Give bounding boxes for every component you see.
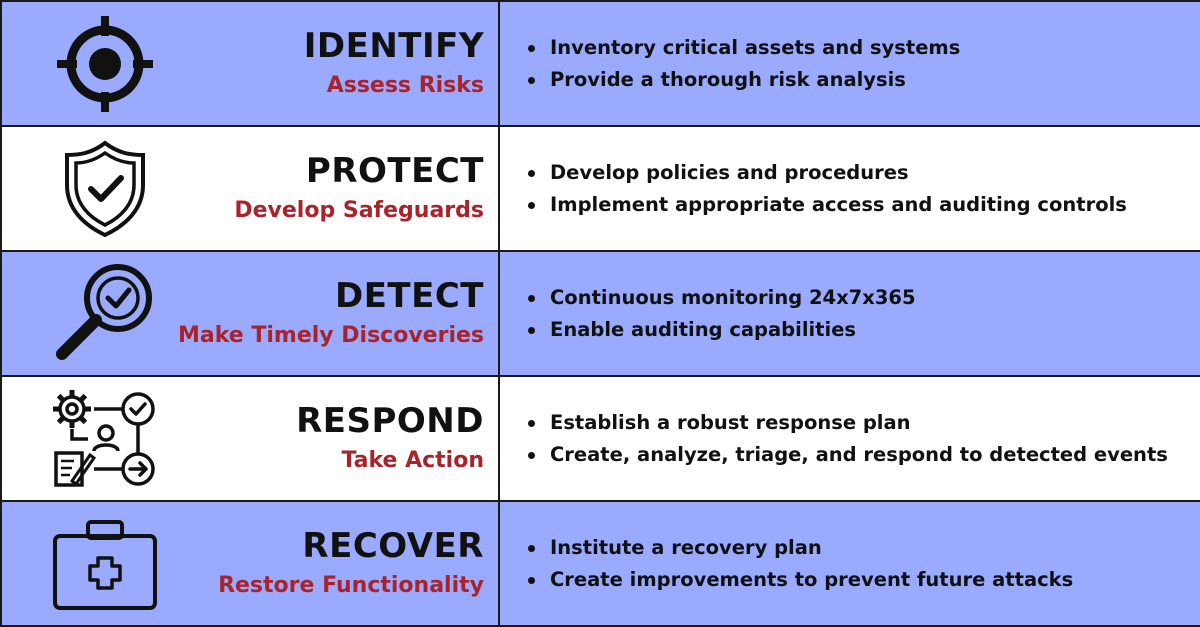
row-protect-bullets-cell: Develop policies and procedures Implemen… [500, 127, 1200, 250]
row-detect-label-cell: DETECT Make Timely Discoveries [2, 252, 498, 375]
target-icon [50, 14, 160, 114]
row-subtitle: Restore Functionality [218, 572, 484, 598]
row-subtitle: Make Timely Discoveries [177, 322, 484, 348]
row-title: RECOVER [302, 525, 484, 566]
bullet-item: Create improvements to prevent future at… [527, 564, 1073, 596]
row-respond-label-cell: RESPOND Take Action [2, 377, 498, 500]
bullet-item: Continuous monitoring 24x7x365 [528, 282, 916, 314]
row-recover-label-cell: RECOVER Restore Functionality [2, 502, 498, 625]
shield-check-icon [50, 139, 160, 239]
row-title: RESPOND [296, 400, 484, 441]
row-recover-bullets-cell: Institute a recovery plan Create improve… [500, 502, 1200, 625]
bullet-item: Implement appropriate access and auditin… [528, 189, 1127, 221]
row-respond-bullets-cell: Establish a robust response plan Create,… [500, 377, 1200, 500]
row-title: DETECT [334, 275, 484, 316]
workflow-icon [50, 389, 160, 489]
bullet-list: Inventory critical assets and systems Pr… [500, 32, 960, 96]
bullet-list: Institute a recovery plan Create improve… [500, 532, 1073, 596]
row-title: PROTECT [305, 150, 484, 191]
row-detect-bullets-cell: Continuous monitoring 24x7x365 Enable au… [500, 252, 1200, 375]
bullet-item: Develop policies and procedures [528, 157, 1127, 189]
row-identify-label-cell: IDENTIFY Assess Risks [2, 2, 498, 125]
bullet-item: Enable auditing capabilities [528, 314, 916, 346]
first-aid-kit-icon [50, 514, 160, 614]
bullet-list: Continuous monitoring 24x7x365 Enable au… [500, 282, 916, 346]
row-title: IDENTIFY [303, 25, 484, 66]
row-protect-label-cell: PROTECT Develop Safeguards [2, 127, 498, 250]
bullet-item: Create, analyze, triage, and respond to … [528, 439, 1168, 471]
bullet-list: Develop policies and procedures Implemen… [500, 157, 1127, 221]
row-subtitle: Assess Risks [326, 72, 484, 98]
row-identify-bullets-cell: Inventory critical assets and systems Pr… [500, 2, 1200, 125]
row-subtitle: Develop Safeguards [234, 197, 484, 223]
bullet-item: Inventory critical assets and systems [527, 32, 960, 64]
bullet-list: Establish a robust response plan Create,… [500, 407, 1168, 471]
bullet-item: Institute a recovery plan [527, 532, 1073, 564]
bullet-item: Establish a robust response plan [528, 407, 1168, 439]
magnifier-check-icon [50, 263, 160, 364]
bullet-item: Provide a thorough risk analysis [527, 64, 960, 96]
row-subtitle: Take Action [341, 447, 484, 473]
